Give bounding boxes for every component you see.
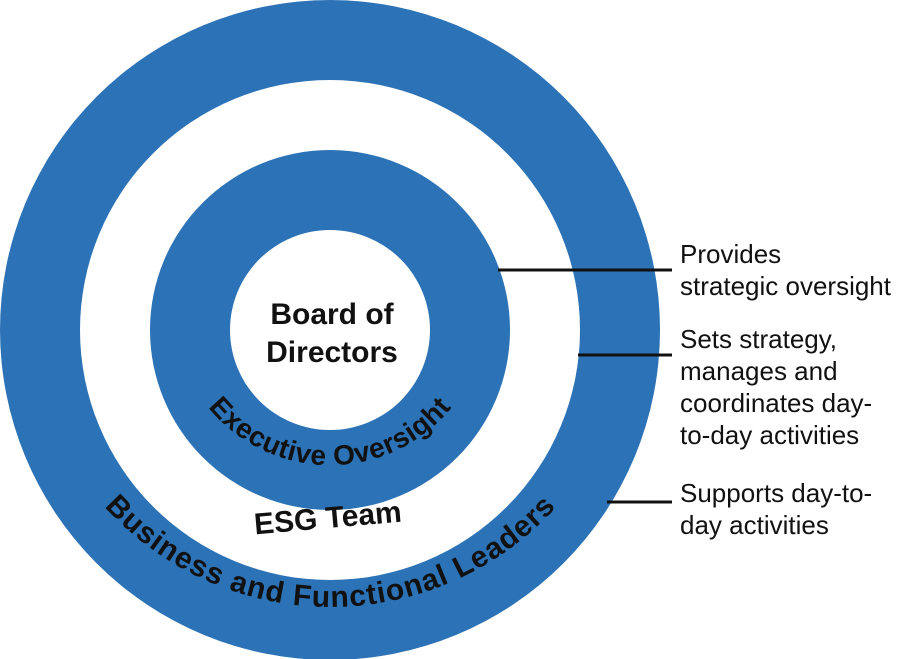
annotation-line: strategic oversight bbox=[680, 271, 891, 301]
annotation-line: to-day activities bbox=[680, 420, 860, 450]
center-board-of-directors bbox=[230, 230, 430, 430]
annotation-line: manages and bbox=[680, 356, 838, 386]
annotation-line: Supports day-to- bbox=[680, 478, 873, 508]
center-label-line2: Directors bbox=[266, 336, 398, 369]
annotation-line: Provides bbox=[680, 239, 782, 269]
annotation-line: coordinates day- bbox=[680, 388, 873, 418]
center-label-line1: Board of bbox=[270, 298, 394, 331]
annotation-strategic-oversight: Provides strategic oversight bbox=[680, 238, 891, 302]
annotation-line: Sets strategy, bbox=[680, 324, 838, 354]
annotation-line: day activities bbox=[680, 510, 829, 540]
annotation-supports-activities: Supports day-to- day activities bbox=[680, 477, 872, 541]
annotation-sets-strategy: Sets strategy, manages and coordinates d… bbox=[680, 323, 872, 451]
